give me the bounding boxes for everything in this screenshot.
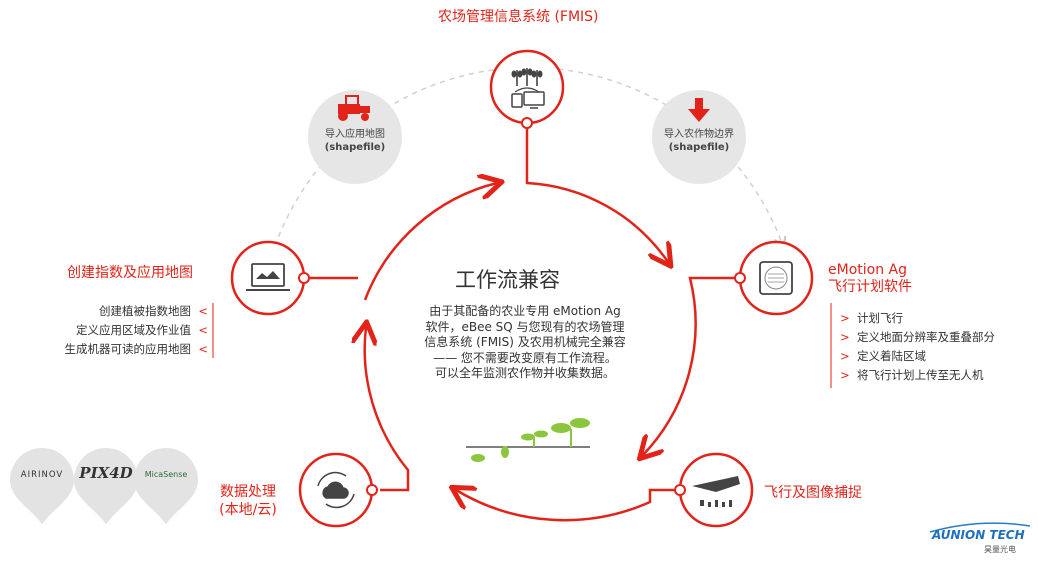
center-title: 工作流兼容 — [455, 268, 560, 292]
brand-swoosh — [929, 522, 1031, 533]
processing-line2: (本地/云) — [219, 502, 277, 518]
import-map-circle — [308, 90, 402, 184]
list-item: 生成机器可读的应用地图 < — [64, 342, 208, 356]
import-boundary-line1: 导入农作物边界 — [664, 129, 734, 140]
processing-title: 数据处理 (本地/云) — [210, 483, 286, 519]
cycle-arc-left — [365, 327, 410, 492]
cycle-arc-right — [643, 276, 740, 455]
list-item: 定义应用区域及作业值 < — [76, 323, 208, 337]
seedling-icon — [466, 418, 590, 462]
pin-airinov — [10, 448, 74, 524]
fmis-title: 农场管理信息系统 (FMIS) — [438, 9, 599, 25]
center-body: 由于其配备的农业专用 eMotion Ag 软件，eBee SQ 与您现有的农场… — [392, 304, 658, 382]
cycle-arc-topright — [525, 112, 668, 262]
import-boundary-circle — [652, 90, 746, 184]
micasense-logo: MicaSense — [144, 470, 188, 479]
cloud-sync-icon — [317, 471, 355, 509]
processing-line1: 数据处理 — [220, 484, 276, 500]
list-item: 创建植被指数地图 < — [99, 304, 208, 318]
import-boundary-line2: (shapefile) — [668, 142, 730, 153]
tractor-icon — [338, 95, 370, 121]
cycle-arc-bottom — [456, 490, 680, 522]
center-body-line: 信息系统 (FMIS) 及农用机械完全兼容 — [424, 335, 626, 349]
center-body-line: 软件，eBee SQ 与您现有的农场管理 — [425, 319, 625, 334]
import-boundary-label: 导入农作物边界 (shapefile) — [644, 128, 754, 154]
create-map-title: 创建指数及应用地图 — [67, 265, 193, 281]
pix4d-logo: PIX4D — [79, 464, 133, 482]
airinov-logo: AIRINOV — [20, 470, 64, 480]
import-map-label: 导入应用地图 (shapefile) — [300, 128, 410, 154]
create-map-list: 创建植被指数地图 < 定义应用区域及作业值 < 生成机器可读的应用地图 < — [36, 302, 208, 359]
center-body-line: —— 您不需要改变原有工作流程。 — [433, 350, 617, 365]
emotion-title: eMotion Ag 飞行计划软件 — [828, 262, 912, 296]
emotion-title-line1: eMotion Ag — [828, 262, 907, 278]
brand-sub: 昊量光电 — [984, 545, 1016, 554]
down-arrow-icon — [688, 98, 710, 122]
laptop-map-icon — [246, 263, 290, 291]
cycle-arc-top — [363, 183, 497, 301]
fmis-node — [489, 49, 565, 125]
brand-logo: AUNION TECH — [932, 528, 1025, 542]
list-item: > 将飞行计划上传至无人机 — [840, 368, 984, 382]
import-map-line2: (shapefile) — [324, 142, 386, 153]
drone-icon — [692, 476, 740, 507]
list-item: > 定义地面分辨率及重叠部分 — [840, 330, 995, 344]
emotion-list: > 计划飞行 > 定义地面分辨率及重叠部分 > 定义着陆区域 > 将飞行计划上传… — [840, 309, 995, 385]
center-body-line: 可以全年监测农作物并收集数据。 — [434, 366, 615, 380]
list-item: > 计划飞行 — [840, 311, 903, 325]
pin-pix4d — [74, 448, 138, 524]
emotion-title-line2: 飞行计划软件 — [828, 279, 912, 295]
wheat-devices-icon — [511, 68, 545, 109]
flight-title: 飞行及图像捕捉 — [764, 485, 862, 501]
pin-micasense — [134, 448, 198, 524]
list-item: > 定义着陆区域 — [840, 349, 926, 363]
tablet-icon — [759, 261, 793, 295]
center-body-line: 由于其配备的农业专用 eMotion Ag — [429, 304, 621, 318]
import-map-line1: 导入应用地图 — [325, 129, 385, 140]
